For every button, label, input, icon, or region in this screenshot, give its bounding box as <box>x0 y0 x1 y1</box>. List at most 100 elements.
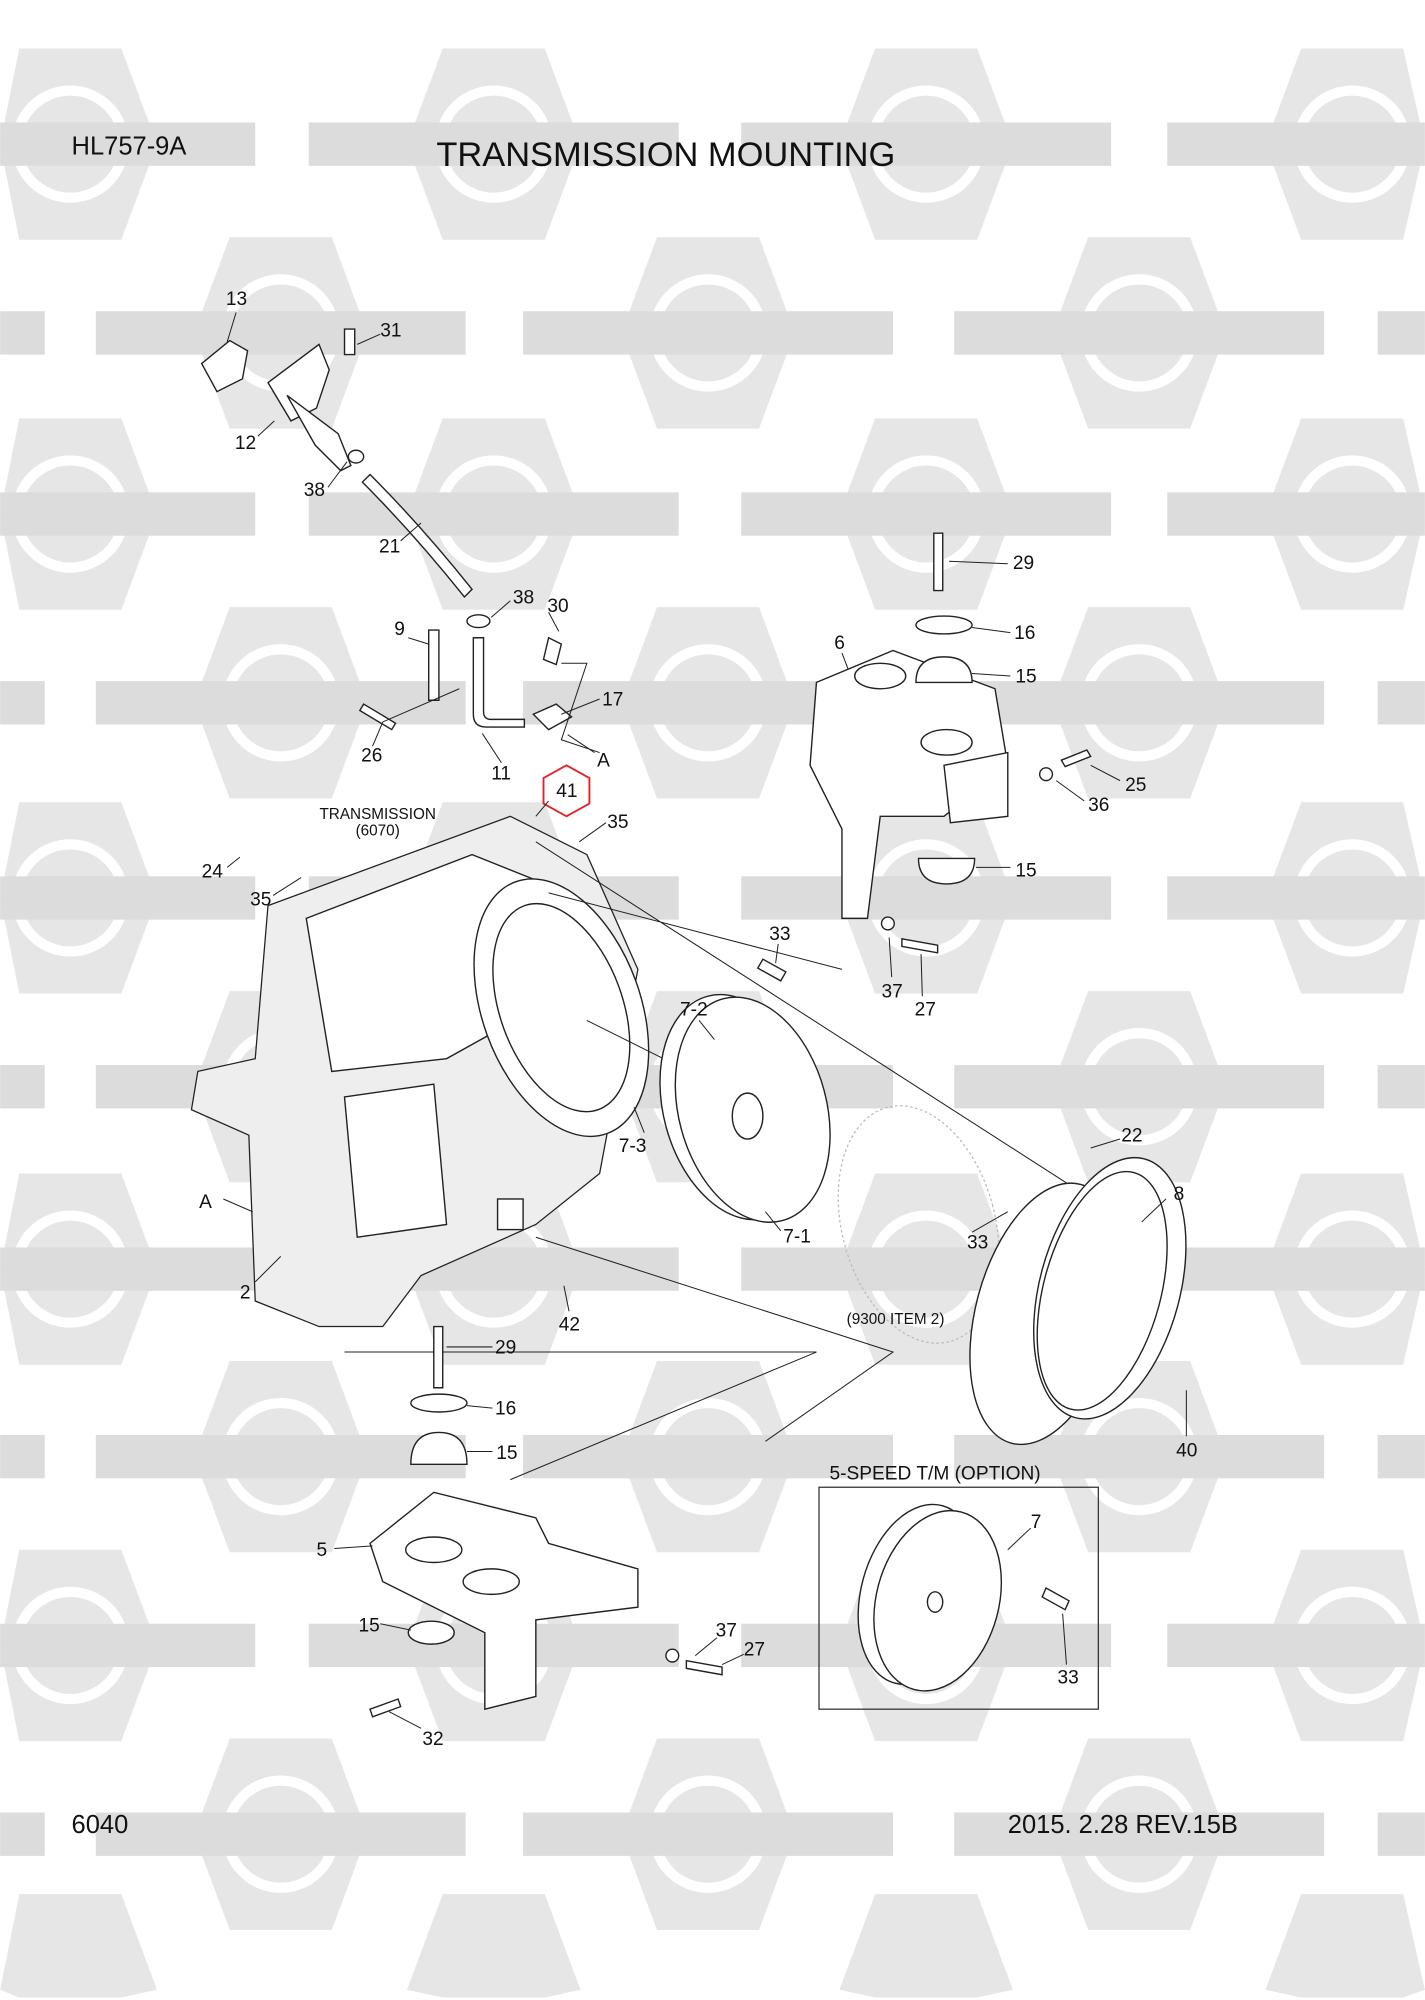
watermark-tile <box>954 237 1325 429</box>
transmission-code: (6070) <box>356 822 400 839</box>
callout-32: 32 <box>422 1729 443 1750</box>
watermark-tile <box>0 1065 45 1109</box>
watermark-tile <box>741 48 1112 240</box>
watermark-tile <box>308 418 679 610</box>
callout-25: 25 <box>1125 775 1146 796</box>
transmission-label: TRANSMISSION <box>319 806 435 823</box>
callout-42: 42 <box>559 1314 580 1335</box>
callout-11: 11 <box>491 763 511 784</box>
callout-38b: 38 <box>513 587 534 608</box>
watermark-tile <box>1167 802 1425 994</box>
watermark-tile <box>954 1738 1325 1930</box>
callout-35: 35 <box>607 812 628 833</box>
callout-38: 38 <box>304 480 325 501</box>
callout-33c: 33 <box>1058 1668 1079 1689</box>
option-title: 5-SPEED T/M (OPTION) <box>830 1464 1041 1485</box>
watermark-tile <box>308 48 679 240</box>
page-title: TRANSMISSION MOUNTING <box>436 136 895 174</box>
callout-7-3: 7-3 <box>619 1136 647 1157</box>
watermark-tile <box>523 1738 893 1930</box>
callout-12: 12 <box>235 433 256 454</box>
housing-ring-8 <box>969 1156 1187 1446</box>
callout-26: 26 <box>361 745 382 766</box>
callout-24: 24 <box>202 862 224 883</box>
watermark-tile <box>0 681 45 725</box>
callout-29: 29 <box>1013 553 1034 574</box>
callout-7: 7 <box>1031 1512 1042 1533</box>
callout-36: 36 <box>1088 795 1109 816</box>
watermark-tile <box>0 1549 256 1742</box>
callout-30: 30 <box>547 596 568 617</box>
watermark-tile <box>0 802 256 994</box>
callout-A: A <box>597 751 610 772</box>
watermark-tile <box>0 1894 158 1998</box>
callout-33b: 33 <box>967 1233 988 1254</box>
watermark-tile <box>0 48 256 240</box>
callout-40: 40 <box>1176 1441 1197 1462</box>
callout-7-1: 7-1 <box>783 1226 811 1247</box>
callout-15: 15 <box>1015 666 1036 687</box>
transmission-body <box>190 815 1072 1481</box>
watermark-tile <box>954 607 1325 799</box>
watermark-tile <box>1377 311 1425 355</box>
watermark-tile <box>1167 48 1425 240</box>
callout-37: 37 <box>882 981 903 1002</box>
watermark-tile <box>1377 1065 1425 1109</box>
watermark-tile <box>95 1360 466 1553</box>
adapter-plate-7-1 <box>659 993 831 1223</box>
watermark-tile <box>523 237 893 429</box>
watermark-tile <box>0 1434 45 1479</box>
watermark-tile <box>407 1894 581 1998</box>
model-number: HL757-9A <box>72 132 187 160</box>
callout-29b: 29 <box>495 1337 516 1358</box>
upper-mount-bracket-6 <box>756 532 1092 982</box>
callout-15d: 15 <box>359 1615 380 1636</box>
callout-6: 6 <box>834 633 845 654</box>
callout-labels: 13 31 12 38 21 9 38 30 17 26 11 A 41 35 … <box>199 289 1197 1750</box>
breather-assembly <box>200 328 600 754</box>
callout-15c: 15 <box>496 1443 517 1464</box>
watermark-tile <box>0 418 256 610</box>
watermark-tile <box>1377 1434 1425 1479</box>
callout-41: 41 <box>556 781 577 802</box>
watermark-tile <box>0 311 45 355</box>
highlight-hexagon <box>542 764 591 818</box>
callout-7-2: 7-2 <box>680 999 708 1020</box>
callout-27: 27 <box>915 999 936 1020</box>
callout-33: 33 <box>769 924 790 945</box>
flywheel-ghost <box>837 1105 1000 1344</box>
callout-22: 22 <box>1121 1126 1142 1147</box>
ref-9300-label: (9300 ITEM 2) <box>847 1311 945 1328</box>
watermark-tile <box>95 607 466 799</box>
watermark-tile <box>741 418 1112 610</box>
page-number: 6040 <box>72 1811 129 1839</box>
watermark-tile <box>0 1812 45 1856</box>
watermark-tile <box>0 1173 256 1365</box>
watermark-tile <box>1167 418 1425 610</box>
date-revision: 2015. 2.28 REV.15B <box>1008 1811 1238 1839</box>
callout-9: 9 <box>394 619 405 640</box>
callout-2: 2 <box>240 1282 251 1303</box>
callout-35b: 35 <box>250 890 271 911</box>
watermark-tile <box>741 802 1112 994</box>
watermark-tile <box>954 991 1325 1183</box>
callout-17: 17 <box>602 689 623 710</box>
watermark-tile <box>1377 1812 1425 1856</box>
callout-16: 16 <box>1014 623 1035 644</box>
watermark-tile <box>1265 1894 1425 1998</box>
callout-A2: A <box>199 1192 212 1213</box>
lower-mount-bracket-5 <box>369 1325 723 1718</box>
watermark-tile <box>1377 681 1425 725</box>
callout-27b: 27 <box>744 1640 765 1661</box>
callout-21: 21 <box>379 536 400 557</box>
callout-16b: 16 <box>495 1399 516 1420</box>
watermark-tile <box>523 1360 893 1553</box>
watermark-tile <box>1167 1549 1425 1742</box>
watermark-tile <box>1167 1173 1425 1365</box>
callout-15b: 15 <box>1015 860 1036 881</box>
callout-13: 13 <box>226 289 247 310</box>
callout-31: 31 <box>380 321 401 342</box>
watermark-tile <box>839 1894 1013 1998</box>
callout-5: 5 <box>316 1540 327 1561</box>
